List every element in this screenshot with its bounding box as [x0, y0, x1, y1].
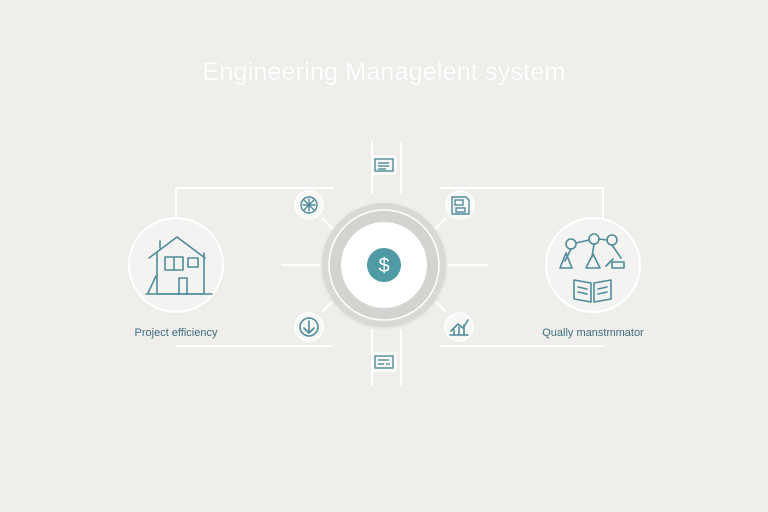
right-node-label: Qually manstmmator	[542, 327, 644, 339]
quality-node	[545, 217, 641, 313]
central-hub: $	[322, 203, 446, 327]
dollar-icon	[367, 248, 401, 282]
top-document-icon	[374, 158, 394, 172]
page-title: Engineering Managelent system	[202, 58, 566, 86]
down-arrow-icon	[299, 317, 319, 337]
floppy-disk-icon	[451, 196, 470, 215]
bottom-card-icon	[374, 355, 394, 369]
house-icon	[145, 236, 213, 295]
down-arrow-node	[294, 312, 324, 342]
bottom-card-node	[371, 352, 397, 372]
chart-growth-icon	[449, 319, 469, 336]
chart-growth-node	[444, 312, 474, 342]
network-wheel-icon	[300, 196, 318, 214]
project-efficiency-node	[128, 217, 224, 313]
left-node-label: Project efficiency	[134, 327, 218, 339]
network-wheel-node	[294, 190, 324, 220]
floppy-disk-node	[445, 190, 475, 220]
center-symbol: $	[378, 255, 389, 277]
top-document-node	[371, 155, 397, 175]
quality-network-book-icon	[559, 233, 625, 303]
